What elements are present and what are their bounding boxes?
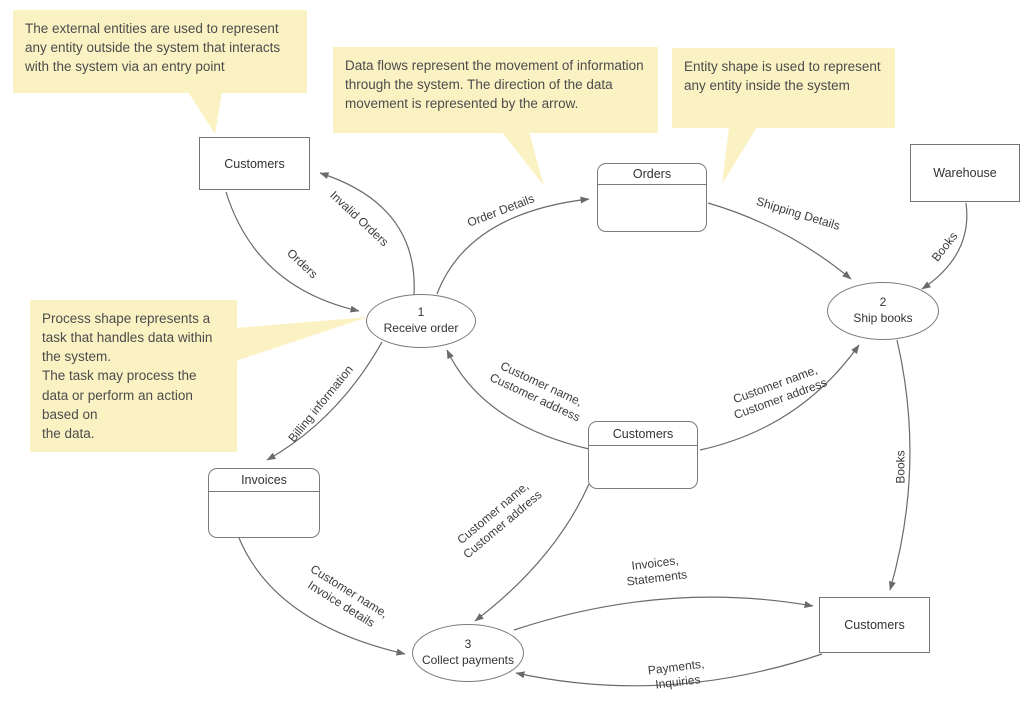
process-collect-payments-number: 3 bbox=[464, 637, 472, 652]
process-ship-books-number: 2 bbox=[879, 295, 887, 310]
flow-shipping-details-arrow bbox=[707, 202, 852, 280]
note-entity-shape: Entity shape is used to represent any en… bbox=[672, 48, 895, 128]
datastore-invoices: Invoices bbox=[208, 468, 320, 538]
note-tail-process-shape bbox=[236, 317, 368, 361]
note-external-entities: The external entities are used to repres… bbox=[13, 10, 307, 93]
entity-warehouse: Warehouse bbox=[910, 144, 1020, 202]
flow-customer-name-to-receive-order-arrow bbox=[446, 349, 590, 450]
note-process-shape: Process shape represents a task that han… bbox=[30, 300, 237, 452]
flow-orders-arrow bbox=[225, 191, 360, 313]
datastore-orders-label: Orders bbox=[598, 164, 706, 185]
flow-books-warehouse-arrow bbox=[921, 202, 968, 290]
datastore-invoices-label: Invoices bbox=[209, 469, 319, 492]
flow-books-to-customers-arrow bbox=[888, 339, 911, 591]
flow-customer-name-to-ship-books-arrow bbox=[699, 344, 860, 451]
flow-invalid-orders-arrow bbox=[319, 172, 415, 296]
datastore-customers: Customers bbox=[588, 421, 698, 489]
flow-payments-inquiries-arrow bbox=[515, 653, 823, 687]
flow-customer-name-to-collect-payments-arrow bbox=[474, 483, 590, 622]
process-ship-books-label: Ship books bbox=[853, 311, 913, 325]
process-collect-payments: 3 Collect payments bbox=[412, 624, 524, 682]
note-data-flows: Data flows represent the movement of inf… bbox=[333, 47, 658, 133]
process-collect-payments-label: Collect payments bbox=[421, 653, 515, 667]
flow-customer-name-invoice-details-arrow bbox=[238, 537, 406, 656]
note-tail-external-entities bbox=[188, 92, 222, 134]
note-tail-data-flows bbox=[502, 132, 544, 186]
entity-customers-bottom: Customers bbox=[819, 597, 930, 653]
flow-invoices-statements-arrow bbox=[513, 596, 814, 631]
flow-billing-information-arrow bbox=[266, 341, 383, 461]
process-receive-order: 1 Receive order bbox=[366, 294, 476, 348]
note-tail-entity-shape bbox=[722, 127, 757, 184]
process-receive-order-number: 1 bbox=[417, 305, 425, 320]
process-ship-books: 2 Ship books bbox=[827, 282, 939, 340]
entity-customers-top: Customers bbox=[199, 137, 310, 190]
datastore-orders: Orders bbox=[597, 163, 707, 232]
datastore-customers-label: Customers bbox=[589, 422, 697, 446]
flow-order-details-arrow bbox=[436, 196, 590, 295]
process-receive-order-label: Receive order bbox=[383, 321, 459, 335]
